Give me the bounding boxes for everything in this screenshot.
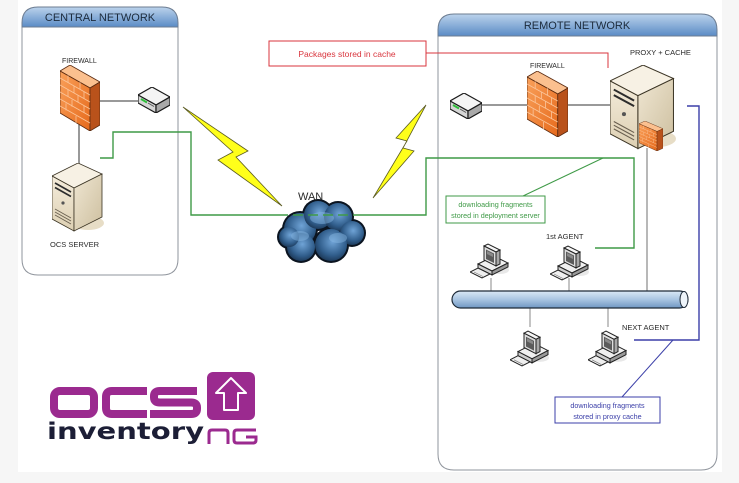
wan-label: WAN — [298, 191, 323, 203]
ocs-server-icon — [52, 163, 104, 232]
remote-download-line — [363, 157, 635, 249]
deployment-callout-line2: stored in deployment server — [451, 211, 540, 220]
deployment-callout-connector — [522, 157, 604, 197]
network-bus-icon — [451, 290, 689, 309]
proxy-callout-line1: downloading fragments — [570, 401, 645, 410]
proxy-callout-connector — [621, 339, 674, 398]
central-network-border — [21, 27, 179, 276]
remote-network-header — [437, 13, 718, 37]
wan-link: WAN — [182, 104, 427, 263]
remote-network-panel: REMOTE NETWORK FIREWALL PROXY + CACHE 1s… — [437, 13, 718, 471]
proxy-callout-line2: stored in proxy cache — [573, 412, 641, 421]
deployment-callout-line1: downloading fragments — [458, 200, 533, 209]
cache-callout-box — [268, 40, 427, 67]
logo-icon-badge — [207, 372, 255, 420]
deployment-callout-box — [445, 195, 546, 224]
deployment-download-path — [100, 131, 635, 249]
lightning-icon — [182, 106, 283, 207]
logo-edition-ng: NG — [207, 428, 258, 445]
central-download-line — [100, 131, 278, 216]
central-firewall-label: FIREWALL — [62, 58, 97, 65]
central-network-title: CENTRAL NETWORK — [45, 12, 156, 24]
proxy-callout-box — [554, 396, 661, 424]
logo-brand-ocs: OCS — [50, 387, 201, 418]
proxy-cache-label: PROXY + CACHE — [630, 48, 691, 57]
remote-firewall-label: FIREWALL — [530, 63, 565, 70]
central-network-panel: CENTRAL NETWORK FIREWALL OCS SERVER — [21, 6, 179, 276]
cache-callout: Packages stored in cache — [268, 40, 609, 68]
ocs-inventory-logo: OCS inventory NG — [47, 372, 258, 445]
next-agent-label: NEXT AGENT — [622, 323, 670, 332]
upload-arrow-icon — [215, 377, 247, 411]
deployment-callout: downloading fragments stored in deployme… — [445, 157, 604, 224]
cache-callout-text: Packages stored in cache — [298, 49, 396, 59]
proxy-download-line — [634, 105, 700, 341]
ocs-server-label: OCS SERVER — [50, 240, 100, 249]
proxy-cache-callout: downloading fragments stored in proxy ca… — [554, 105, 700, 424]
logo-product-text: inventory — [47, 419, 204, 445]
lightning-icon — [372, 104, 427, 199]
central-network-header — [21, 6, 179, 28]
remote-network-title: REMOTE NETWORK — [524, 20, 631, 32]
first-agent-label: 1st AGENT — [546, 232, 584, 241]
cache-callout-connector — [426, 52, 609, 68]
